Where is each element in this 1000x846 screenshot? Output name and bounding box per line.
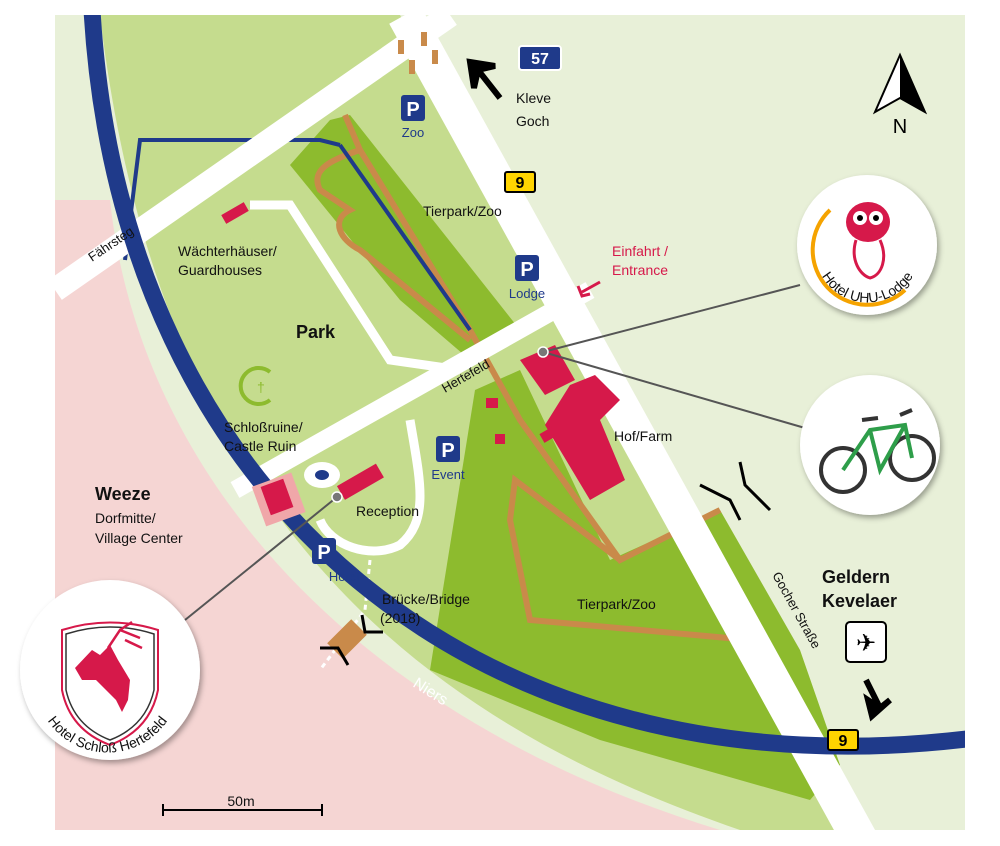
parking-icon: P xyxy=(441,440,454,462)
farm-building xyxy=(545,375,625,500)
fence-line xyxy=(123,138,472,332)
farm-shed xyxy=(486,398,498,408)
parking-zoo[interactable]: P Zoo xyxy=(401,95,425,140)
farm-shed xyxy=(539,427,557,443)
route-number: 9 xyxy=(839,733,848,750)
badge-bike-rental[interactable] xyxy=(800,375,940,515)
label-village-center: Dorfmitte/ xyxy=(95,510,156,526)
bridge xyxy=(320,614,383,666)
scale-bar xyxy=(162,804,323,816)
road-hertefeld[interactable] xyxy=(230,282,595,498)
hotel-drive xyxy=(315,419,425,556)
callout-line-uhu xyxy=(542,284,801,353)
traffic-lights-icon xyxy=(398,32,438,74)
route-sign-top: 9 xyxy=(504,171,536,193)
parking-lodge-label: Lodge xyxy=(509,286,545,301)
direction-geldern: Geldern xyxy=(822,567,890,587)
svg-text:†: † xyxy=(257,379,265,395)
parking-event-label: Event xyxy=(431,467,465,482)
label-castle-ruin: Schloßruine/ xyxy=(224,419,303,435)
ruin-symbol-icon: † xyxy=(238,366,272,406)
parking-icon: P xyxy=(520,259,533,281)
label-entrance-en: Entrance xyxy=(612,262,668,278)
label-entrance: Einfahrt / xyxy=(612,243,668,259)
svg-text:✈: ✈ xyxy=(856,630,876,657)
label-guardhouses: Wächterhäuser/ xyxy=(178,243,277,259)
roundabout-center xyxy=(315,470,329,480)
location-pin xyxy=(331,491,343,503)
north-arrow-icon: N xyxy=(872,52,928,138)
label-park: Park xyxy=(296,322,336,342)
autobahn-sign: 57 xyxy=(518,45,562,71)
parking-hotel[interactable]: P Hotel xyxy=(312,538,359,584)
road-gocher-strasse[interactable] xyxy=(389,15,876,840)
village-area xyxy=(55,200,720,830)
route-number: 9 xyxy=(516,175,525,192)
label-tierpark-north: Tierpark/Zoo xyxy=(423,203,502,219)
road-bridge-marker xyxy=(699,461,772,521)
parking-event[interactable]: P Event xyxy=(431,436,465,482)
entrance-arrow-icon xyxy=(576,280,601,298)
river-niers xyxy=(83,15,965,755)
callout-line-bike xyxy=(542,351,806,429)
airport-icon: ✈ xyxy=(845,621,887,663)
north-label: N xyxy=(893,116,907,138)
park-drive xyxy=(250,200,461,375)
parking-hotel-label: Hotel xyxy=(329,569,359,584)
road-faehrsteg[interactable] xyxy=(55,15,457,300)
scale-label: 50m xyxy=(227,793,254,809)
label-reception: Reception xyxy=(356,503,419,519)
parking-lodge[interactable]: P Lodge xyxy=(509,255,545,301)
direction-goch: Goch xyxy=(516,113,549,129)
label-farm: Hof/Farm xyxy=(614,428,672,444)
castle-ruin xyxy=(260,478,294,516)
parking-icon: P xyxy=(406,99,419,121)
parking-icon: P xyxy=(317,542,330,564)
direction-kevelaer: Kevelaer xyxy=(822,591,897,611)
reception-building xyxy=(336,463,384,500)
map-area: † xyxy=(55,15,965,840)
bicycle-icon xyxy=(819,408,936,494)
label-village-center-en: Village Center xyxy=(95,530,183,546)
direction-kleve: Kleve xyxy=(516,90,551,106)
callout-line-schloss xyxy=(184,496,338,621)
buildings xyxy=(221,202,625,527)
parking-zoo-label: Zoo xyxy=(402,125,424,140)
farm-shed xyxy=(495,434,505,444)
badge-hotel-uhu-lodge[interactable] xyxy=(797,175,937,315)
label-guardhouses-en: Guardhouses xyxy=(178,262,262,278)
location-pin xyxy=(537,346,549,358)
label-castle-ruin-en: Castle Ruin xyxy=(224,438,296,454)
stag-crest-icon xyxy=(61,620,159,747)
label-bridge: Brücke/Bridge xyxy=(382,591,470,607)
route-sign-bottom: 9 xyxy=(827,729,859,751)
arrow-northwest-icon xyxy=(466,58,503,100)
label-bridge-year: (2018) xyxy=(380,610,420,626)
owl-logo-icon xyxy=(810,202,907,307)
label-weeze: Weeze xyxy=(95,484,151,504)
autobahn-number: 57 xyxy=(531,51,549,68)
label-tierpark-south: Tierpark/Zoo xyxy=(577,596,656,612)
guardhouse xyxy=(221,202,249,224)
arrow-southeast-icon xyxy=(863,678,892,722)
